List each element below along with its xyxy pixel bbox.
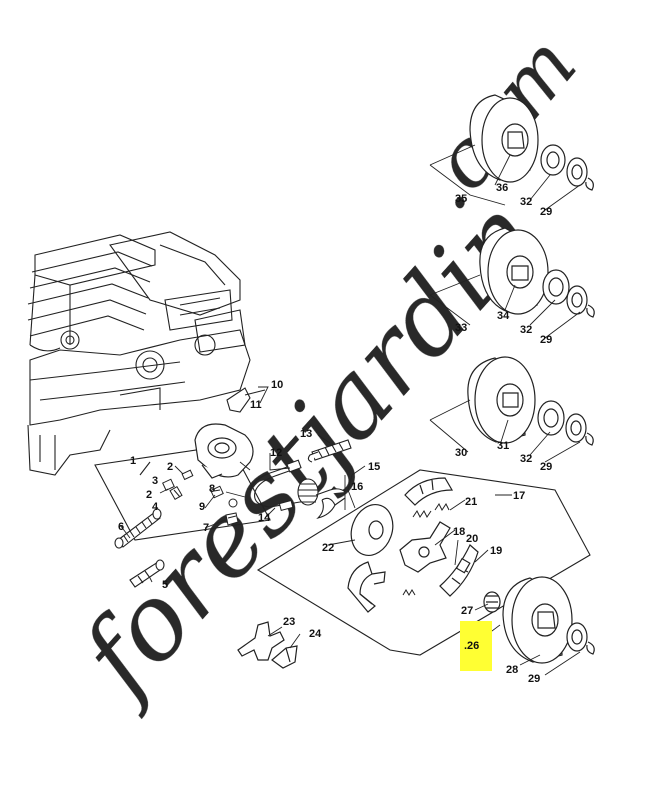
callout-16: 16 <box>351 481 363 493</box>
callout-36: 36 <box>496 182 508 194</box>
callout-2b: 2 <box>146 489 152 501</box>
callout-32a: 32 <box>520 196 532 208</box>
callout-19: 19 <box>490 545 502 557</box>
callout-5: 5 <box>162 579 168 591</box>
callout-27: 27 <box>461 605 473 617</box>
callout-29b: 29 <box>540 334 552 346</box>
callout-29d: 29 <box>528 673 540 685</box>
engine-block <box>27 231 251 476</box>
callout-29a: 29 <box>540 206 552 218</box>
cylinder-fins <box>27 234 156 346</box>
callout-12: 12 <box>270 447 282 459</box>
part-plunger-6 <box>114 508 162 549</box>
part-clutch-tool-23 <box>237 621 285 661</box>
callout-9: 9 <box>199 501 205 513</box>
callout-10: 10 <box>271 379 283 391</box>
group-frame-oil-pump <box>94 444 271 541</box>
part-grommet-8 <box>210 485 224 499</box>
highlight-box <box>460 621 492 671</box>
callout-22: 22 <box>322 542 334 554</box>
callout-35: 35 <box>455 193 467 205</box>
part-pin-5 <box>129 559 165 588</box>
callout-7: 7 <box>203 522 209 534</box>
part-spring-15 <box>316 497 346 520</box>
oil-pump-group <box>94 444 271 541</box>
callout-6: 6 <box>118 521 124 533</box>
callout-30: 30 <box>455 447 467 459</box>
callout-21: 21 <box>465 496 477 508</box>
callout-34: 34 <box>497 310 510 322</box>
callout-20: 20 <box>466 533 478 545</box>
callout-11: 11 <box>250 399 262 411</box>
callout-14: 14 <box>258 512 271 524</box>
part-screw-3 <box>162 478 175 491</box>
part-clutch-shoe-right <box>439 544 479 597</box>
sprocket-drum-d <box>483 576 595 664</box>
callout-17: 17 <box>513 490 525 502</box>
part-screw-14 <box>278 499 294 512</box>
part-carrier-18 <box>399 521 451 573</box>
callout-33: 33 <box>455 322 467 334</box>
callout-3: 3 <box>152 475 158 487</box>
callout-4: 4 <box>152 501 159 513</box>
callout-24: 24 <box>309 628 322 640</box>
callout-28: 28 <box>506 664 518 676</box>
callout-15: 15 <box>368 461 380 473</box>
callout-32b: 32 <box>520 324 532 336</box>
part-tube-13 <box>307 439 352 463</box>
clutch-group-frame <box>256 469 591 656</box>
callout-2a: 2 <box>167 461 173 473</box>
part-clutch-shoe-top <box>404 477 454 506</box>
callout-labels: 36 35 32 29 34 33 32 29 31 30 32 29 10 1… <box>118 182 552 685</box>
sprocket-drum-c <box>467 356 594 446</box>
part-washer-22 <box>350 504 394 556</box>
part-springs-21 <box>402 503 450 596</box>
leader-lines <box>119 144 581 676</box>
callout-32c: 32 <box>520 453 532 465</box>
sprocket-drum-b <box>479 227 595 318</box>
callout-18: 18 <box>453 526 465 538</box>
part-bracket-10 <box>226 387 266 413</box>
callout-23: 23 <box>283 616 295 628</box>
part-nipple-7 <box>225 512 239 526</box>
callout-8: 8 <box>209 483 215 495</box>
part-oil-hose-12 <box>249 459 302 508</box>
part-clutch-shoe-left <box>347 561 386 613</box>
part-worm-gear-16 <box>297 478 346 506</box>
part-tool-24 <box>271 645 298 669</box>
sprocket-drum-a <box>469 94 594 191</box>
part-oring-9 <box>228 498 238 508</box>
callout-26: .26 <box>464 640 479 652</box>
callout-29c: 29 <box>540 461 552 473</box>
callout-31: 31 <box>497 440 509 452</box>
part-screw-2 <box>169 469 194 501</box>
part-oil-pump <box>194 423 254 479</box>
callout-1: 1 <box>130 455 136 467</box>
callout-13: 13 <box>300 428 312 440</box>
